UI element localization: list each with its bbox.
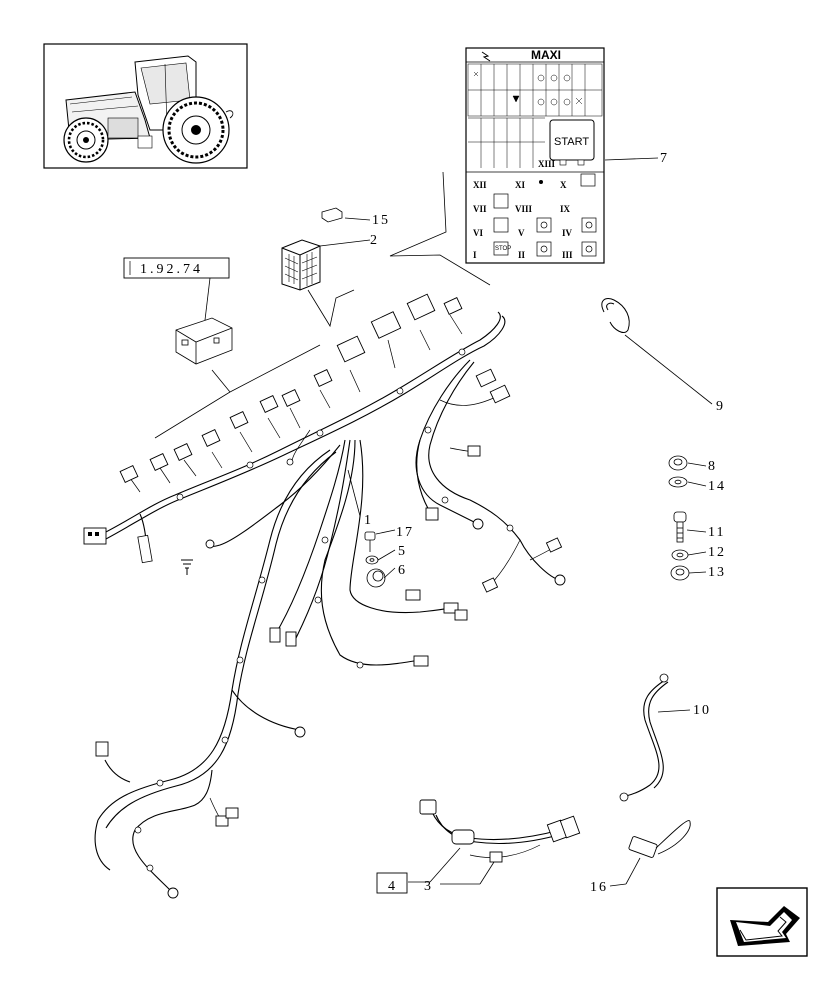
control-module <box>175 317 233 365</box>
callout-8: 8 <box>708 459 717 474</box>
roman-VI: VI <box>473 228 483 238</box>
washer-part-5 <box>365 555 379 565</box>
start-label: START <box>554 136 589 148</box>
fuse-box-title: MAXI <box>531 48 561 62</box>
callout-numbers: 1 2 3 4 5 6 7 8 9 10 11 12 13 14 15 16 1… <box>364 151 726 895</box>
roman-X: X <box>560 180 567 190</box>
washer-part-12 <box>671 549 689 561</box>
reference-code: 1.92.74 <box>140 262 203 277</box>
grommet-part-6 <box>366 568 386 588</box>
nut-part-8 <box>668 455 688 471</box>
callout-10: 10 <box>693 703 711 718</box>
roman-IV: IV <box>562 228 573 238</box>
roman-II: II <box>518 250 526 260</box>
callout-4: 4 <box>388 879 397 894</box>
ground-symbol <box>181 559 193 575</box>
callout-box-4 <box>376 872 408 894</box>
fuse-strip <box>467 63 603 117</box>
reference-box: 1.92.74 <box>123 257 230 321</box>
roman-VII: VII <box>473 204 487 214</box>
roman-I: I <box>473 250 477 260</box>
callout-6: 6 <box>398 563 407 578</box>
callout-16: 16 <box>590 880 608 895</box>
callout-15: 15 <box>372 213 390 228</box>
roman-IX: IX <box>560 204 571 214</box>
roman-XII: XII <box>473 180 487 190</box>
callout-17: 17 <box>396 525 414 540</box>
tractor-thumbnail <box>43 43 248 169</box>
callout-9: 9 <box>716 399 725 414</box>
stop-label: STOP <box>495 246 511 252</box>
callout-13: 13 <box>708 565 726 580</box>
clip-part-9 <box>601 298 630 333</box>
fuse-panel-leaders <box>389 171 491 286</box>
roman-VIII: VIII <box>515 204 533 214</box>
screw-part-17 <box>364 531 376 552</box>
sub-harness-part-3 <box>419 799 581 863</box>
nut-part-13 <box>670 565 690 581</box>
callout-11: 11 <box>708 525 725 540</box>
roman-XIII: XIII <box>538 159 556 169</box>
fuse-box-panel: MAXI START XIII <box>465 47 605 264</box>
roman-XI: XI <box>515 180 525 190</box>
roman-V: V <box>518 228 525 238</box>
fuse-part-15 <box>321 207 343 223</box>
relay-part-2 <box>281 239 321 291</box>
main-harness <box>83 293 566 899</box>
roman-III: III <box>562 250 573 260</box>
callout-3: 3 <box>424 879 433 894</box>
callout-1: 1 <box>364 513 373 528</box>
callout-2: 2 <box>370 233 379 248</box>
start-relay <box>549 119 595 161</box>
callout-7: 7 <box>660 151 669 166</box>
relay-slots <box>493 173 597 257</box>
callout-5: 5 <box>398 544 407 559</box>
arrow-left-down-icon[interactable] <box>716 887 808 957</box>
connector-part-16 <box>628 820 691 858</box>
washer-part-14 <box>668 476 688 488</box>
callout-12: 12 <box>708 545 726 560</box>
ground-cable-part-10 <box>619 673 669 802</box>
leader-lines <box>319 157 713 887</box>
bolt-part-11 <box>673 511 687 543</box>
callout-14: 14 <box>708 479 726 494</box>
